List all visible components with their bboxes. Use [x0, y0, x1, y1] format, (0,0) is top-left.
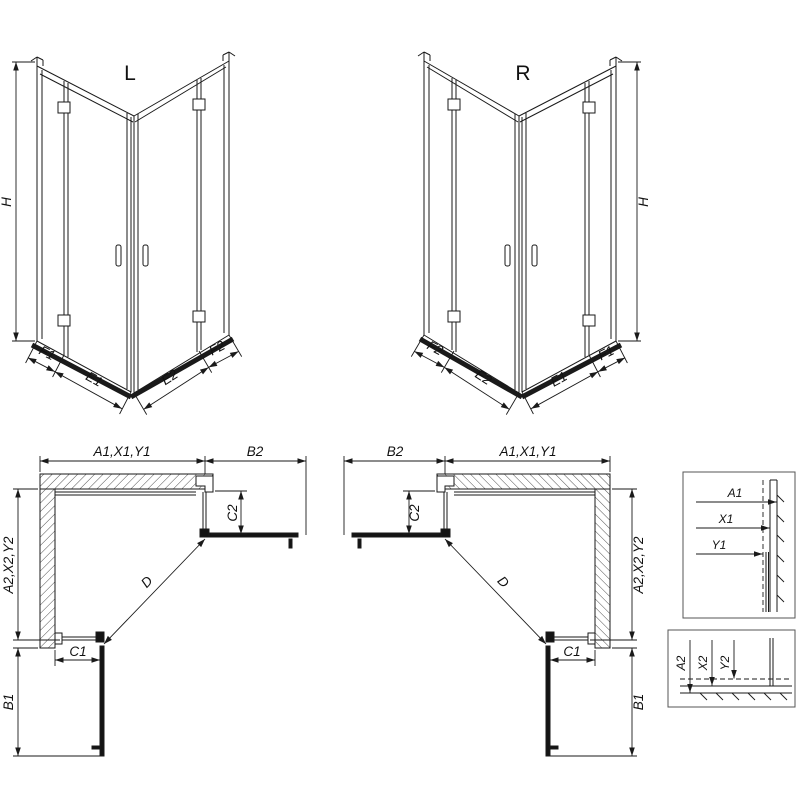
hinge-icon — [192, 310, 206, 323]
view-label-left: L — [124, 62, 136, 85]
door-handle-icon — [142, 244, 149, 267]
dim-label-f1-right: F1 — [596, 343, 617, 364]
dim-label-a2x2y2-left: A2,X2,Y2 — [1, 536, 16, 595]
dim-label-b1-right: B1 — [631, 694, 646, 711]
detail-dim-x1: X1 — [718, 512, 734, 526]
detail-dim-y2: Y2 — [718, 655, 732, 670]
view-label-right: R — [515, 62, 530, 85]
dim-label-c1-left: C1 — [69, 644, 86, 659]
dim-label-a1x1y1-right: A1,X1,Y1 — [498, 444, 556, 459]
dim-label-e1-right: E1 — [548, 369, 570, 390]
wall-side — [39, 488, 56, 649]
hinge-icon — [57, 101, 71, 114]
dim-label-c2-right: C2 — [407, 504, 422, 522]
dim-label-b1-left: B1 — [1, 694, 16, 711]
dim-label-c2-left: C2 — [225, 504, 240, 522]
detail-box-wall-profile-bottom: A2 X2 Y2 — [667, 629, 796, 708]
hinge-icon — [57, 314, 71, 327]
dim-label-e1-left: E1 — [83, 369, 105, 390]
wall-profile-icon — [54, 632, 63, 645]
door-handle-icon — [91, 745, 101, 750]
dim-label-d-right: D — [494, 573, 512, 591]
front-view-left-geometry — [12, 51, 243, 415]
open-door-panel — [99, 645, 105, 757]
plan-view-left-geometry — [13, 456, 307, 757]
dim-label-f2-right: F2 — [425, 338, 446, 359]
dim-label-b2-right: B2 — [387, 444, 404, 459]
door-pivot-icon — [199, 528, 210, 538]
dim-label-a1x1y1-left: A1,X1,Y1 — [92, 444, 150, 459]
plan-view-right-geometry — [344, 456, 637, 756]
dim-label-f2-left: F2 — [206, 337, 227, 358]
detail-dim-a2: A2 — [674, 655, 688, 671]
detail-dim-a1: A1 — [727, 486, 743, 500]
dim-label-f1-left: F1 — [37, 343, 58, 364]
dim-label-h-right: H — [636, 197, 651, 207]
dim-label-d-left: D — [138, 573, 156, 591]
dim-label-h-left: H — [0, 197, 14, 207]
detail-dim-x2: X2 — [696, 655, 710, 671]
door-pivot-icon — [95, 631, 105, 643]
open-door-panel — [208, 532, 299, 538]
door-handle-icon — [115, 244, 122, 267]
dim-label-a2x2y2-right: A2,X2,Y2 — [631, 536, 646, 595]
detail-dim-y1: Y1 — [712, 538, 727, 552]
dim-label-b2-left: B2 — [247, 444, 264, 459]
hinge-icon — [192, 98, 206, 111]
dim-label-c1-right: C1 — [563, 644, 580, 659]
detail-box-wall-profile-top: A1 X1 Y1 — [682, 471, 796, 619]
door-handle-icon — [288, 538, 293, 549]
wall-top — [39, 473, 214, 490]
